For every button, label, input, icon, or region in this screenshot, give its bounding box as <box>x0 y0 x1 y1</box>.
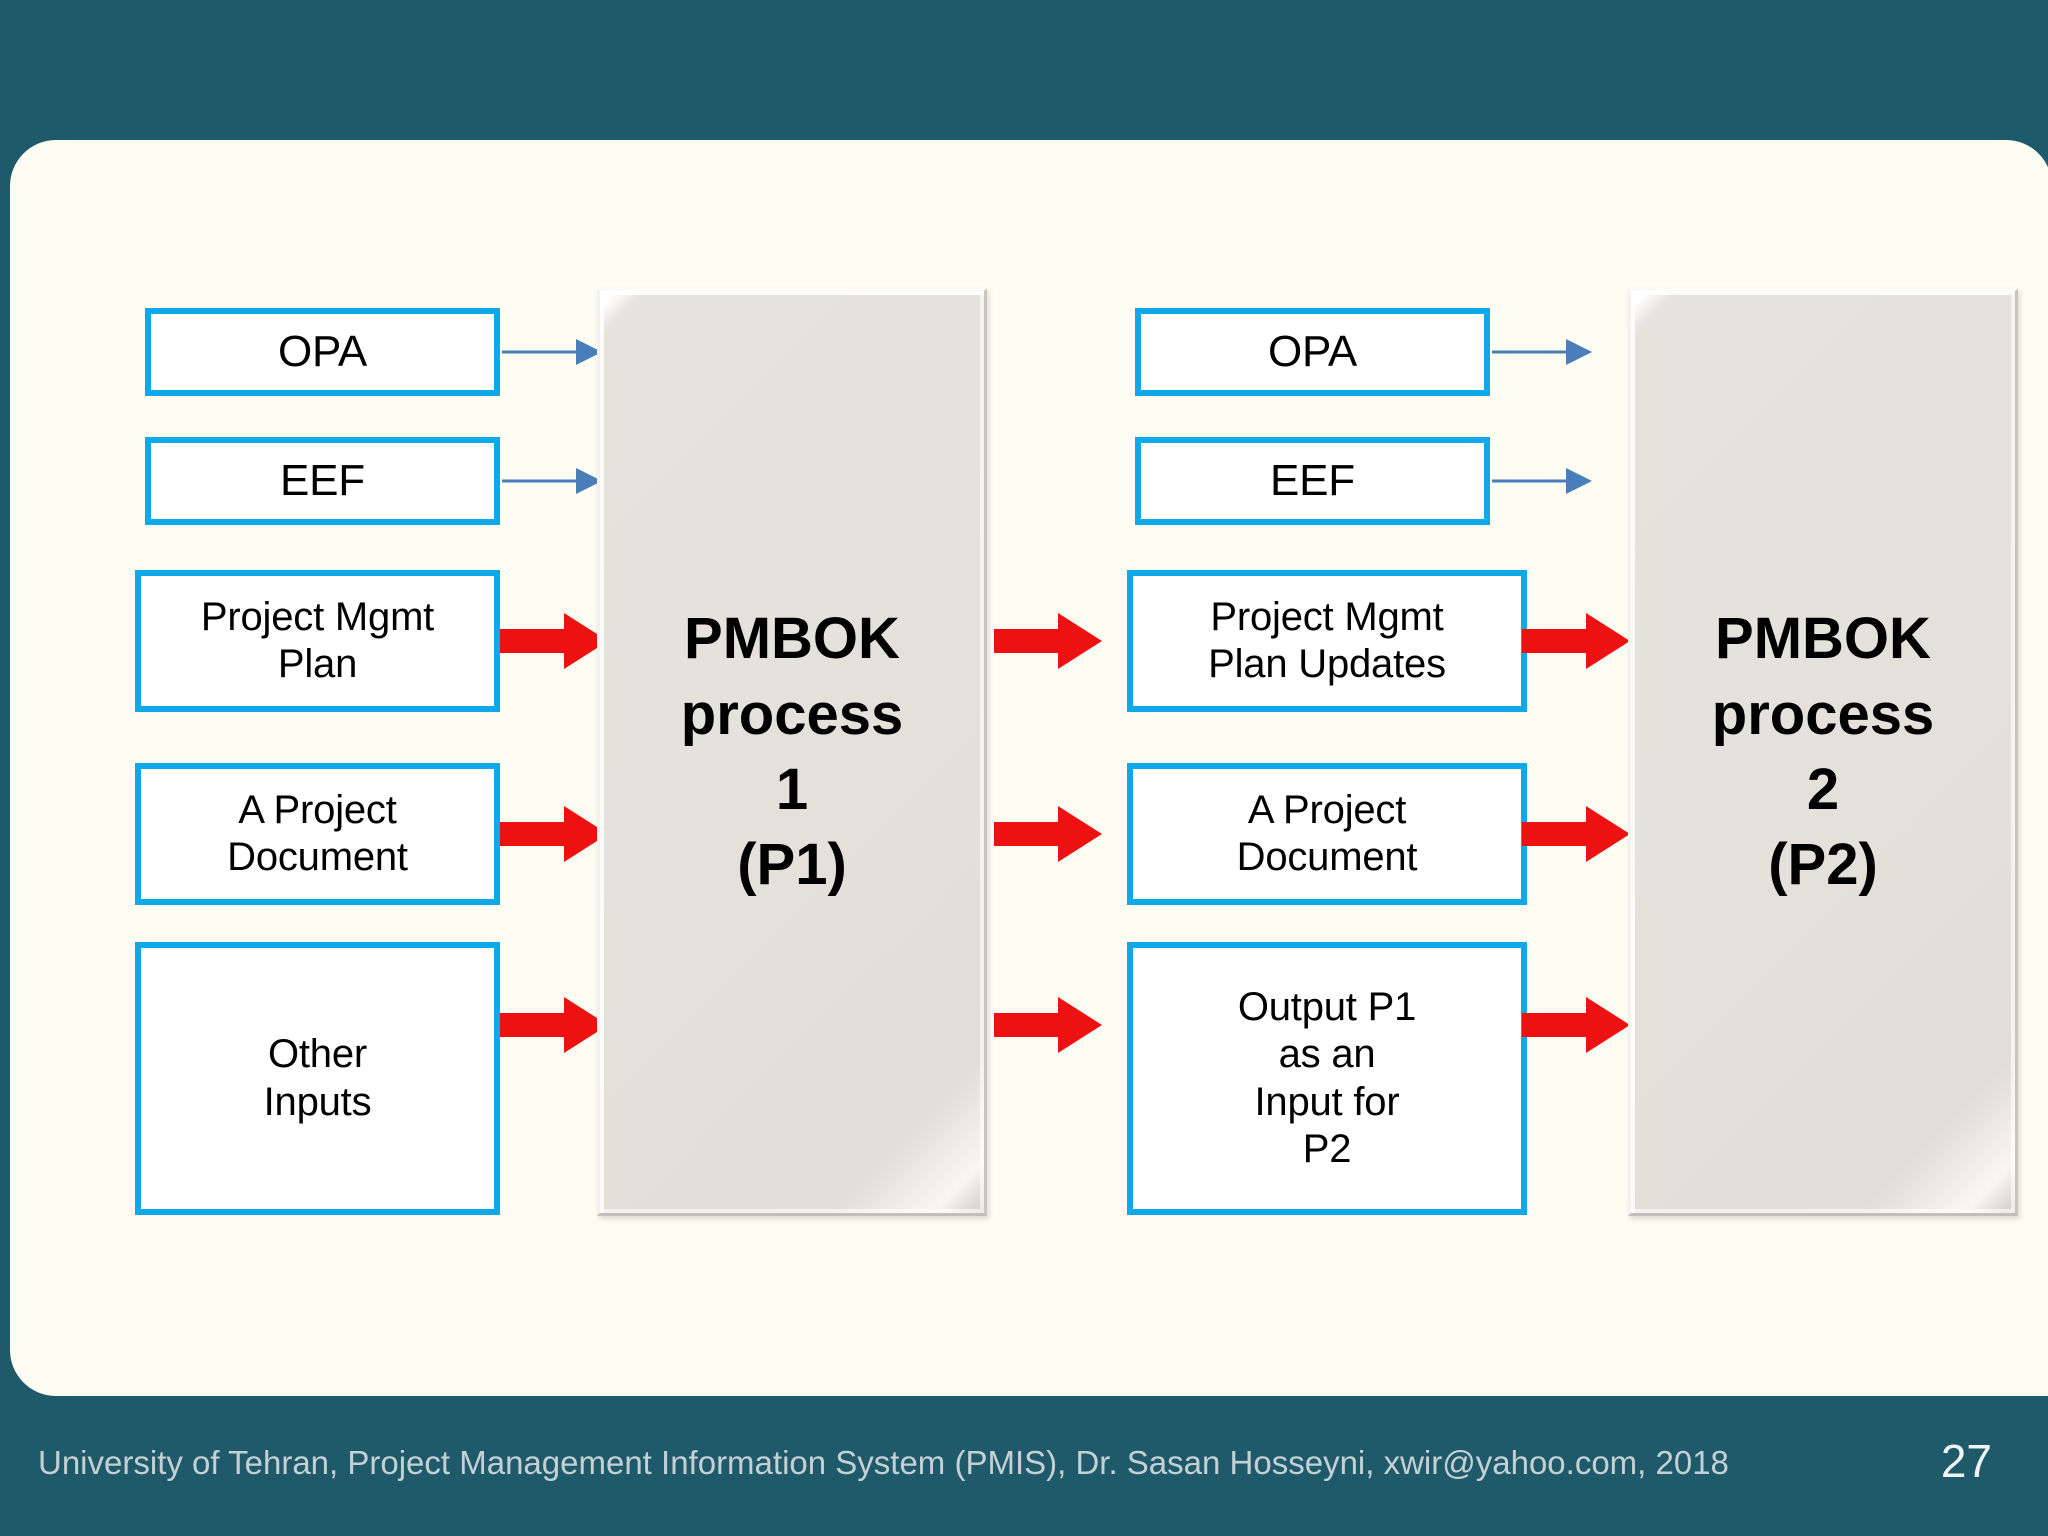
output-box-a-project-document[interactable]: A Project Document <box>1127 763 1527 905</box>
input-box-opa-right[interactable]: OPA <box>1135 308 1490 396</box>
input-box-eef-right[interactable]: EEF <box>1135 437 1490 525</box>
red-arrow-p1-to-output-p1 <box>994 996 1102 1054</box>
input-box-other-inputs[interactable]: Other Inputs <box>135 942 500 1215</box>
arrow-shaft <box>502 350 580 354</box>
blue-arrow-eef-to-p2 <box>1492 461 1592 501</box>
arrow-shaft <box>1522 822 1592 846</box>
red-arrow-project-document-to-p1 <box>500 805 608 863</box>
footer-bar: University of Tehran, Project Management… <box>0 1396 2048 1536</box>
arrow-shaft <box>1522 629 1592 653</box>
red-arrow-project-document-to-p2 <box>1522 805 1630 863</box>
red-arrow-p1-to-pm-plan-updates <box>994 612 1102 670</box>
arrow-shaft <box>994 629 1064 653</box>
arrow-head <box>1058 997 1102 1053</box>
arrow-head <box>1586 806 1630 862</box>
arrow-shaft <box>1492 350 1570 354</box>
arrow-shaft <box>500 1013 570 1037</box>
process-box-pmbok-process-2[interactable]: PMBOK process 2 (P2) <box>1628 288 2018 1216</box>
arrow-head <box>1058 806 1102 862</box>
red-arrow-output-p1-to-p2 <box>1522 996 1630 1054</box>
input-box-a-project-document[interactable]: A Project Document <box>135 763 500 905</box>
arrow-head <box>1586 613 1630 669</box>
input-box-opa-left[interactable]: OPA <box>145 308 500 396</box>
output-box-project-mgmt-plan-updates[interactable]: Project Mgmt Plan Updates <box>1127 570 1527 712</box>
arrow-head <box>1586 997 1630 1053</box>
arrow-head <box>1566 339 1592 365</box>
red-arrow-pm-plan-updates-to-p2 <box>1522 612 1630 670</box>
blue-arrow-eef-to-p1 <box>502 461 602 501</box>
input-box-eef-left[interactable]: EEF <box>145 437 500 525</box>
arrow-shaft <box>994 1013 1064 1037</box>
red-arrow-p1-to-project-document <box>994 805 1102 863</box>
process-box-pmbok-process-1[interactable]: PMBOK process 1 (P1) <box>597 288 987 1216</box>
footer-attribution: University of Tehran, Project Management… <box>38 1444 1729 1481</box>
arrow-shaft <box>1492 479 1570 483</box>
arrow-head <box>1058 613 1102 669</box>
arrow-shaft <box>994 822 1064 846</box>
blue-arrow-opa-to-p1 <box>502 332 602 372</box>
red-arrow-other-inputs-to-p1 <box>500 996 608 1054</box>
arrow-head <box>1566 468 1592 494</box>
input-box-project-mgmt-plan[interactable]: Project Mgmt Plan <box>135 570 500 712</box>
arrow-shaft <box>1522 1013 1592 1037</box>
output-box-output-p1-as-input-for-p2[interactable]: Output P1 as an Input for P2 <box>1127 942 1527 1215</box>
red-arrow-pm-plan-to-p1 <box>500 612 608 670</box>
slide-card: OPA EEF Project Mgmt Plan A Project Docu… <box>10 140 2048 1396</box>
arrow-shaft <box>502 479 580 483</box>
blue-arrow-opa-to-p2 <box>1492 332 1592 372</box>
arrow-shaft <box>500 629 570 653</box>
arrow-shaft <box>500 822 570 846</box>
page-number: 27 <box>1940 1435 1992 1487</box>
